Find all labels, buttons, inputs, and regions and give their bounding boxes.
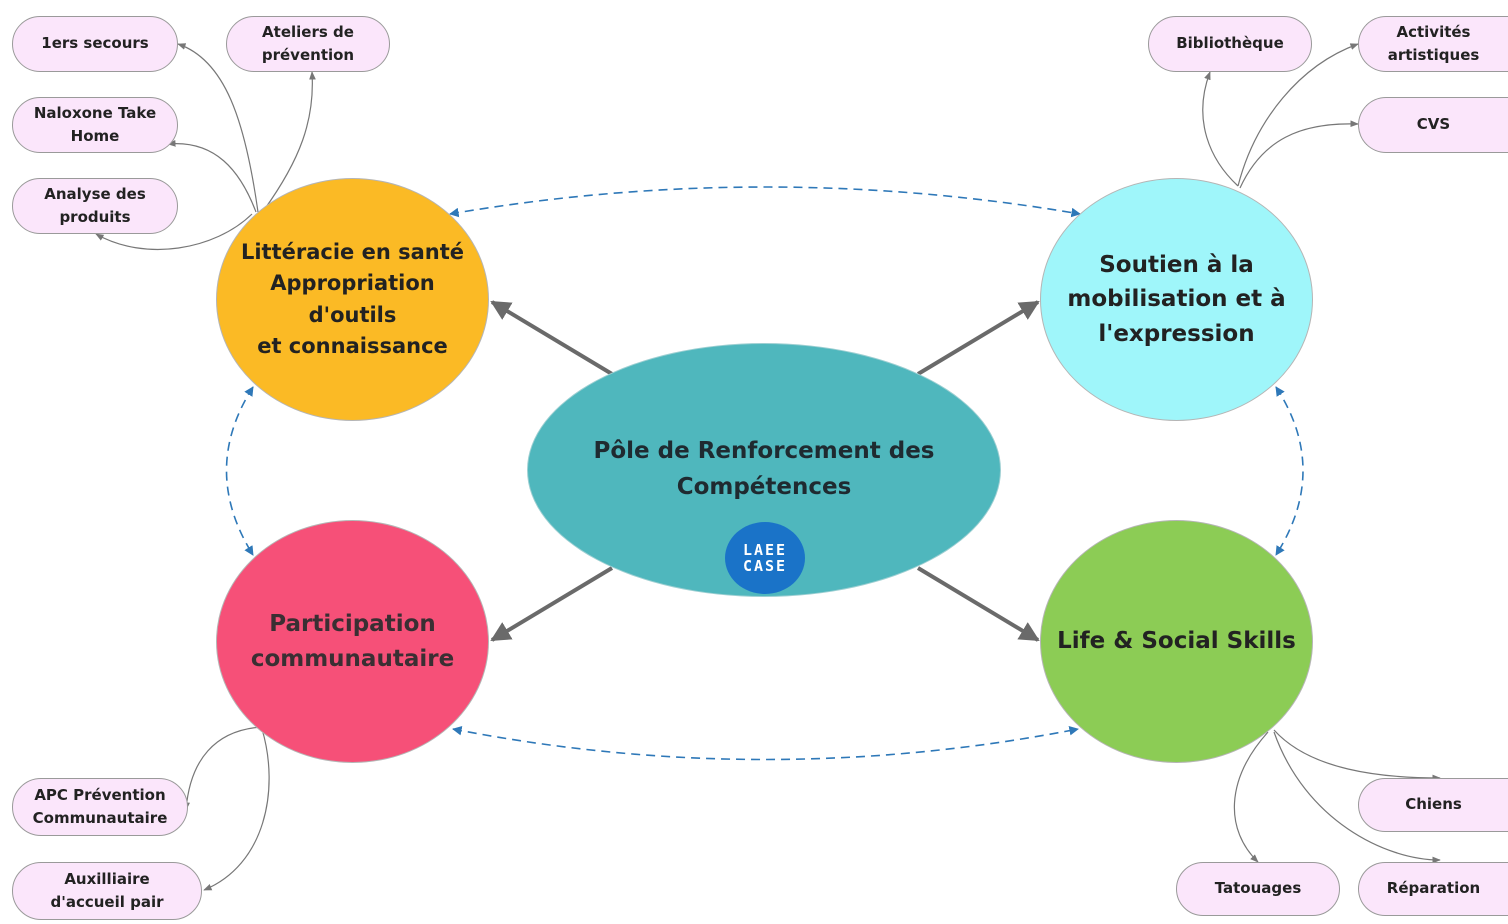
leaf-ateliers: Ateliers de prévention — [226, 16, 390, 72]
leaf-reparation-label: Réparation — [1386, 879, 1481, 898]
leaf-bibliotheque: Bibliothèque — [1148, 16, 1312, 72]
main-arrows — [490, 300, 1040, 642]
node-life-label: Life & Social Skills — [1057, 628, 1296, 655]
leaf-auxilliaire-label: Auxilliaire d'accueil pair — [50, 869, 164, 911]
arrow-to-life — [916, 566, 1040, 642]
leaf-bibliotheque-label: Bibliothèque — [1176, 34, 1284, 53]
leaf-chiens-label: Chiens — [1405, 795, 1462, 814]
arrow-to-soutien — [916, 300, 1040, 376]
leaf-analyse-label: Analyse des produits — [44, 184, 146, 226]
connector-reparation — [1273, 731, 1441, 864]
connector-chiens — [1273, 729, 1441, 782]
node-participation-label: Participation communautaire — [250, 611, 455, 672]
leaf-naloxone: Naloxone Take Home — [12, 97, 178, 153]
connector-ateliers — [263, 71, 316, 211]
leaf-chiens: Chiens — [1358, 778, 1508, 832]
connector-analyse — [95, 213, 253, 251]
arrow-to-litteracie — [490, 300, 614, 376]
connector-cvs — [1239, 120, 1359, 189]
leaf-analyse: Analyse des produits — [12, 178, 178, 234]
center-pole: Pôle de Renforcement des Compétences LAE… — [527, 343, 1001, 597]
leaf-tatouages: Tatouages — [1176, 862, 1340, 916]
link-litteracie-participation — [225, 386, 254, 556]
connector-activites — [1237, 43, 1359, 187]
link-soutien-life — [1275, 386, 1304, 556]
leaf-naloxone-label: Naloxone Take Home — [33, 103, 157, 145]
node-litteracie-label: Littéracie en santé Appropriation d'outi… — [240, 239, 465, 359]
leaf-cvs-label: CVS — [1416, 115, 1451, 134]
leaf-secours: 1ers secours — [12, 16, 178, 72]
logo-text: LAEE CASE — [742, 540, 788, 575]
leaf-ateliers-label: Ateliers de prévention — [261, 22, 355, 64]
dashed-links — [225, 186, 1304, 761]
leaf-activites-label: Activités artistiques — [1387, 22, 1480, 64]
node-soutien: Soutien à la mobilisation et à l'express… — [1040, 178, 1313, 421]
arrow-to-participation — [490, 566, 614, 642]
node-life: Life & Social Skills — [1040, 520, 1313, 763]
link-litteracie-soutien — [449, 186, 1081, 218]
leaf-cvs: CVS — [1358, 97, 1508, 153]
connector-secours — [177, 43, 259, 213]
leaf-activites: Activités artistiques — [1358, 16, 1508, 72]
connector-auxilliaire — [203, 728, 270, 891]
leaf-secours-label: 1ers secours — [41, 34, 149, 53]
node-litteracie: Littéracie en santé Appropriation d'outi… — [216, 178, 489, 421]
connector-bibliotheque — [1202, 71, 1239, 187]
leaf-auxilliaire: Auxilliaire d'accueil pair — [12, 862, 202, 920]
leaf-apc-label: APC Prévention Communautaire — [32, 785, 168, 827]
leaf-apc: APC Prévention Communautaire — [12, 778, 188, 836]
connector-apc — [183, 726, 263, 811]
connector-naloxone — [167, 140, 257, 213]
connector-tatouages — [1233, 731, 1269, 863]
link-participation-life — [452, 725, 1079, 761]
leaf-tatouages-label: Tatouages — [1214, 879, 1302, 898]
node-participation: Participation communautaire — [216, 520, 489, 763]
node-soutien-label: Soutien à la mobilisation et à l'express… — [1067, 251, 1286, 347]
center-pole-title: Pôle de Renforcement des Compétences — [593, 438, 935, 500]
leaf-reparation: Réparation — [1358, 862, 1508, 916]
leaf-connectors — [95, 43, 1441, 891]
laee-case-logo: LAEE CASE — [725, 522, 805, 594]
